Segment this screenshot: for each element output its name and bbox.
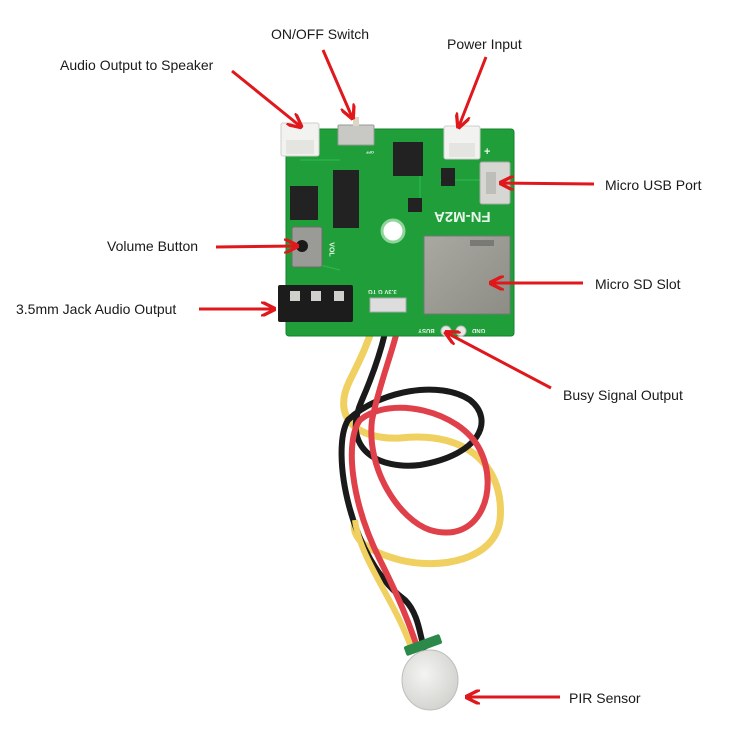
- label-micro-usb-port: Micro USB Port: [605, 177, 702, 193]
- arrow-busy: [447, 333, 552, 390]
- pins-silkscreen: 3.3V G TG: [368, 288, 397, 294]
- label-busy-signal-output: Busy Signal Output: [563, 387, 683, 403]
- label-audio-output-speaker: Audio Output to Speaker: [60, 57, 214, 73]
- label-micro-sd-slot: Micro SD Slot: [595, 276, 681, 292]
- label-on-off-switch: ON/OFF Switch: [271, 26, 370, 42]
- micro-usb-port: [479, 161, 511, 205]
- wire-yellow-tail: [352, 519, 415, 651]
- mounting-hole: [380, 218, 406, 244]
- label-pir-sensor: PIR Sensor: [569, 690, 641, 706]
- label-power-input: Power Input: [447, 36, 522, 52]
- label-jack-audio-output: 3.5mm Jack Audio Output: [16, 301, 177, 317]
- volume-button: [291, 226, 323, 268]
- wire-red: [348, 311, 491, 651]
- busy-silkscreen: BUSY: [418, 327, 435, 333]
- arrow-micro-usb: [502, 183, 595, 184]
- plus-silkscreen: +: [484, 146, 491, 158]
- speaker-connector: [280, 122, 320, 157]
- sensor-cable: [338, 311, 504, 652]
- pir-sensor: [401, 634, 459, 711]
- callout-arrows: [199, 49, 595, 697]
- arrow-audio-output: [231, 69, 300, 126]
- micro-sd-slot: [423, 235, 511, 315]
- label-volume-button: Volume Button: [107, 238, 199, 254]
- off-silkscreen: OFF: [366, 150, 374, 155]
- board-model-text: FN-M2A: [434, 208, 491, 225]
- arrow-power-input: [459, 56, 488, 126]
- on-off-switch: [337, 117, 375, 146]
- ic-chips: [290, 142, 455, 228]
- cable-header: [369, 297, 407, 313]
- gnd-pad: [455, 325, 467, 337]
- arrow-volume-button: [215, 246, 296, 247]
- wire-black: [338, 311, 485, 652]
- vol-silkscreen: VOL: [327, 242, 335, 257]
- audio-jack: [278, 285, 353, 322]
- arrow-on-off-switch: [321, 49, 352, 117]
- gnd-silkscreen: GND: [472, 327, 486, 333]
- power-connector: [443, 125, 481, 160]
